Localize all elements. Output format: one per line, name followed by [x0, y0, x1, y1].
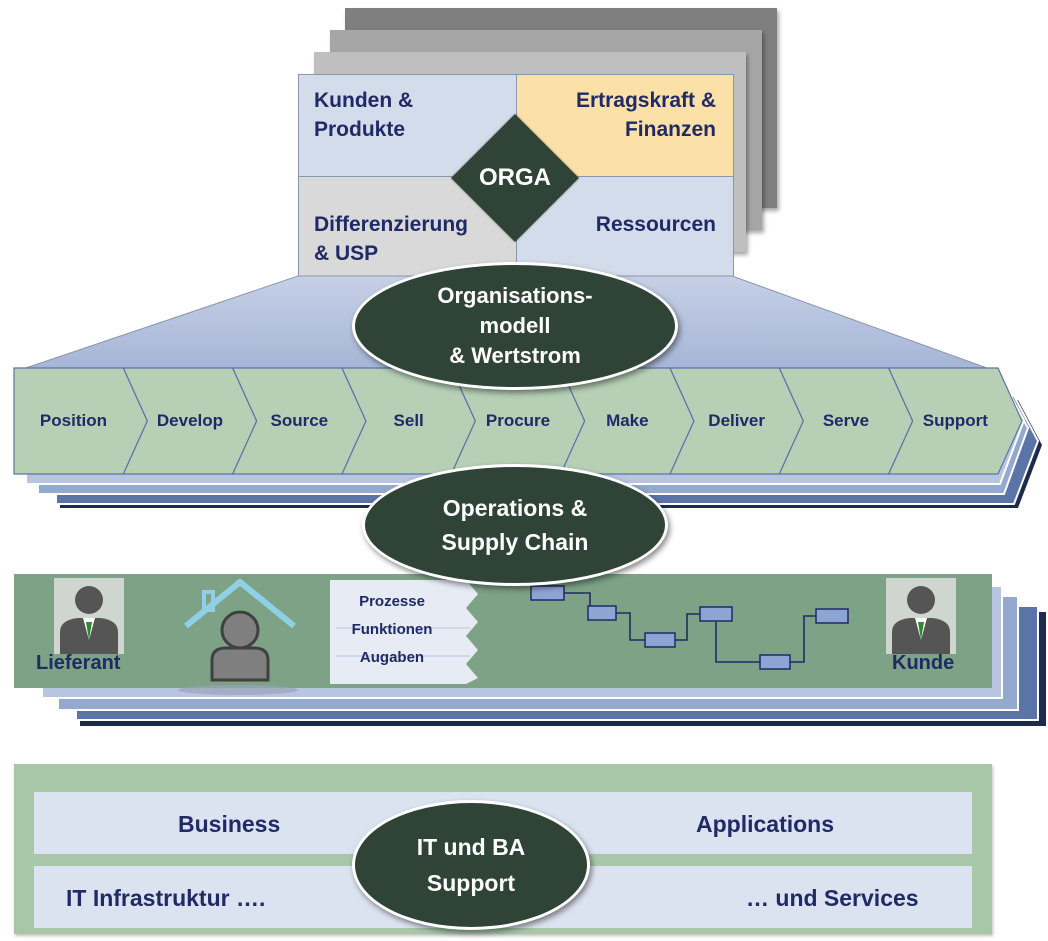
- ops-item-funktionen: Funktionen: [351, 621, 433, 638]
- it-center-line-2: Support: [426, 870, 516, 896]
- ops-item-prozesse: Prozesse: [359, 593, 425, 610]
- value-chain-label-develop: Develop: [156, 411, 224, 430]
- quadrant-label-differenzierung: Differenzierung & USP: [314, 213, 469, 265]
- it-business: Business: [178, 811, 281, 837]
- house-person-icon: [178, 579, 298, 695]
- value-chain-label-sell: Sell: [393, 411, 424, 430]
- organisationsmodell-line-3: & Wertstrom: [449, 343, 581, 368]
- customer-avatar: [886, 578, 956, 654]
- it-services: … und Services: [746, 885, 919, 911]
- organisationsmodell-ellipse: Organisations- modell & Wertstrom: [352, 262, 678, 390]
- it-center-line-1: IT und BA: [416, 834, 526, 860]
- value-chain-label-support: Support: [922, 411, 988, 430]
- organisationsmodell-line-1: Organisations-: [437, 283, 593, 308]
- it-infrastruktur: IT Infrastruktur ….: [66, 885, 266, 911]
- operations-line-2: Supply Chain: [441, 529, 589, 555]
- supplier-label: Lieferant: [36, 652, 121, 674]
- value-chain-label-serve: Serve: [822, 411, 870, 430]
- value-chain-label-deliver: Deliver: [708, 411, 765, 430]
- it-applications: Applications: [696, 811, 835, 837]
- quadrant-label-ressourcen: Ressourcen: [595, 213, 716, 236]
- organisationsmodell-line-2: modell: [479, 313, 551, 338]
- value-chain-step-support: [887, 367, 1023, 475]
- quadrant-label-ertragskraft: Ertragskraft & Finanzen: [575, 89, 716, 141]
- value-chain-label-procure: Procure: [485, 411, 551, 430]
- orga-center-label: ORGA: [479, 164, 551, 191]
- supplier-avatar: [54, 578, 124, 654]
- value-chain-label-make: Make: [606, 411, 649, 430]
- value-chain-label-source: Source: [270, 411, 329, 430]
- operations-ellipse: Operations & Supply Chain: [362, 464, 668, 586]
- value-chain-label-position: Position: [39, 411, 107, 430]
- customer-label: Kunde: [892, 652, 955, 674]
- operations-line-1: Operations &: [442, 495, 588, 521]
- quadrant-label-kunden: Kunden & Produkte: [314, 89, 414, 141]
- it-ba-support-ellipse: IT und BA Support: [352, 800, 590, 930]
- ops-item-augaben: Augaben: [359, 649, 425, 666]
